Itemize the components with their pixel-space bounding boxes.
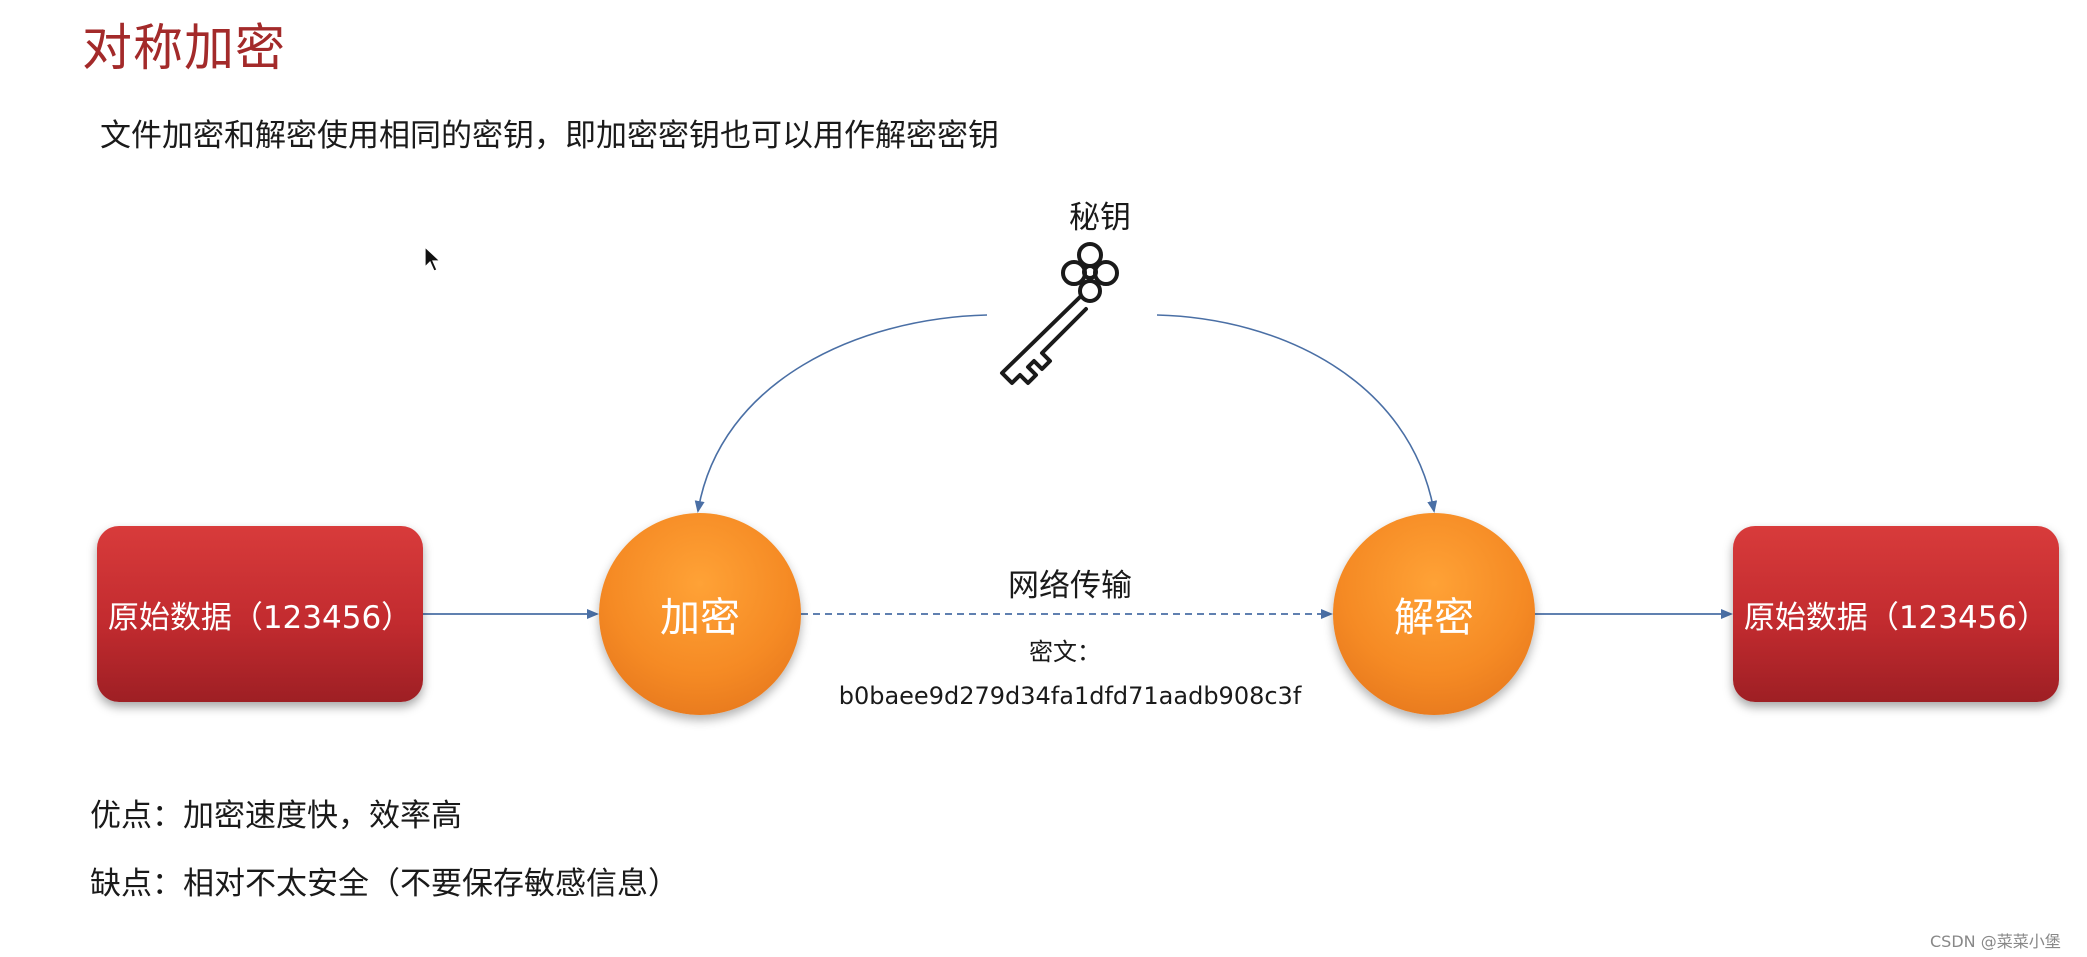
encrypt-node: 加密	[599, 513, 801, 715]
key-to-encrypt-arrow	[694, 314, 988, 513]
ciphertext-value: b0baee9d279d34fa1dfd71aadb908c3f	[838, 682, 1302, 710]
mouse-cursor-icon	[424, 246, 442, 272]
pros-text: 优点：加密速度快，效率高	[90, 798, 462, 834]
source-data-box: 原始数据（123456）	[97, 526, 423, 702]
network-label: 网络传输	[1008, 568, 1132, 604]
page-title: 对称加密	[82, 19, 286, 77]
key-to-decrypt-arrow	[1156, 314, 1438, 513]
source-data-label: 原始数据（123456）	[107, 599, 413, 636]
decrypt-label: 解密	[1394, 595, 1474, 641]
target-data-box: 原始数据（123456）	[1733, 526, 2059, 702]
cons-text: 缺点：相对不太安全（不要保存敏感信息）	[90, 866, 679, 902]
target-data-label: 原始数据（123456）	[1743, 599, 2049, 636]
decrypt-node: 解密	[1333, 513, 1535, 715]
encrypt-label: 加密	[660, 595, 740, 641]
page-subtitle: 文件加密和解密使用相同的密钥，即加密密钥也可以用作解密密钥	[100, 118, 999, 154]
key-icon	[1000, 242, 1119, 385]
key-label: 秘钥	[1069, 200, 1131, 236]
ciphertext-label: 密文：	[1029, 638, 1101, 666]
watermark: CSDN @菜菜小堡	[1930, 932, 2061, 951]
